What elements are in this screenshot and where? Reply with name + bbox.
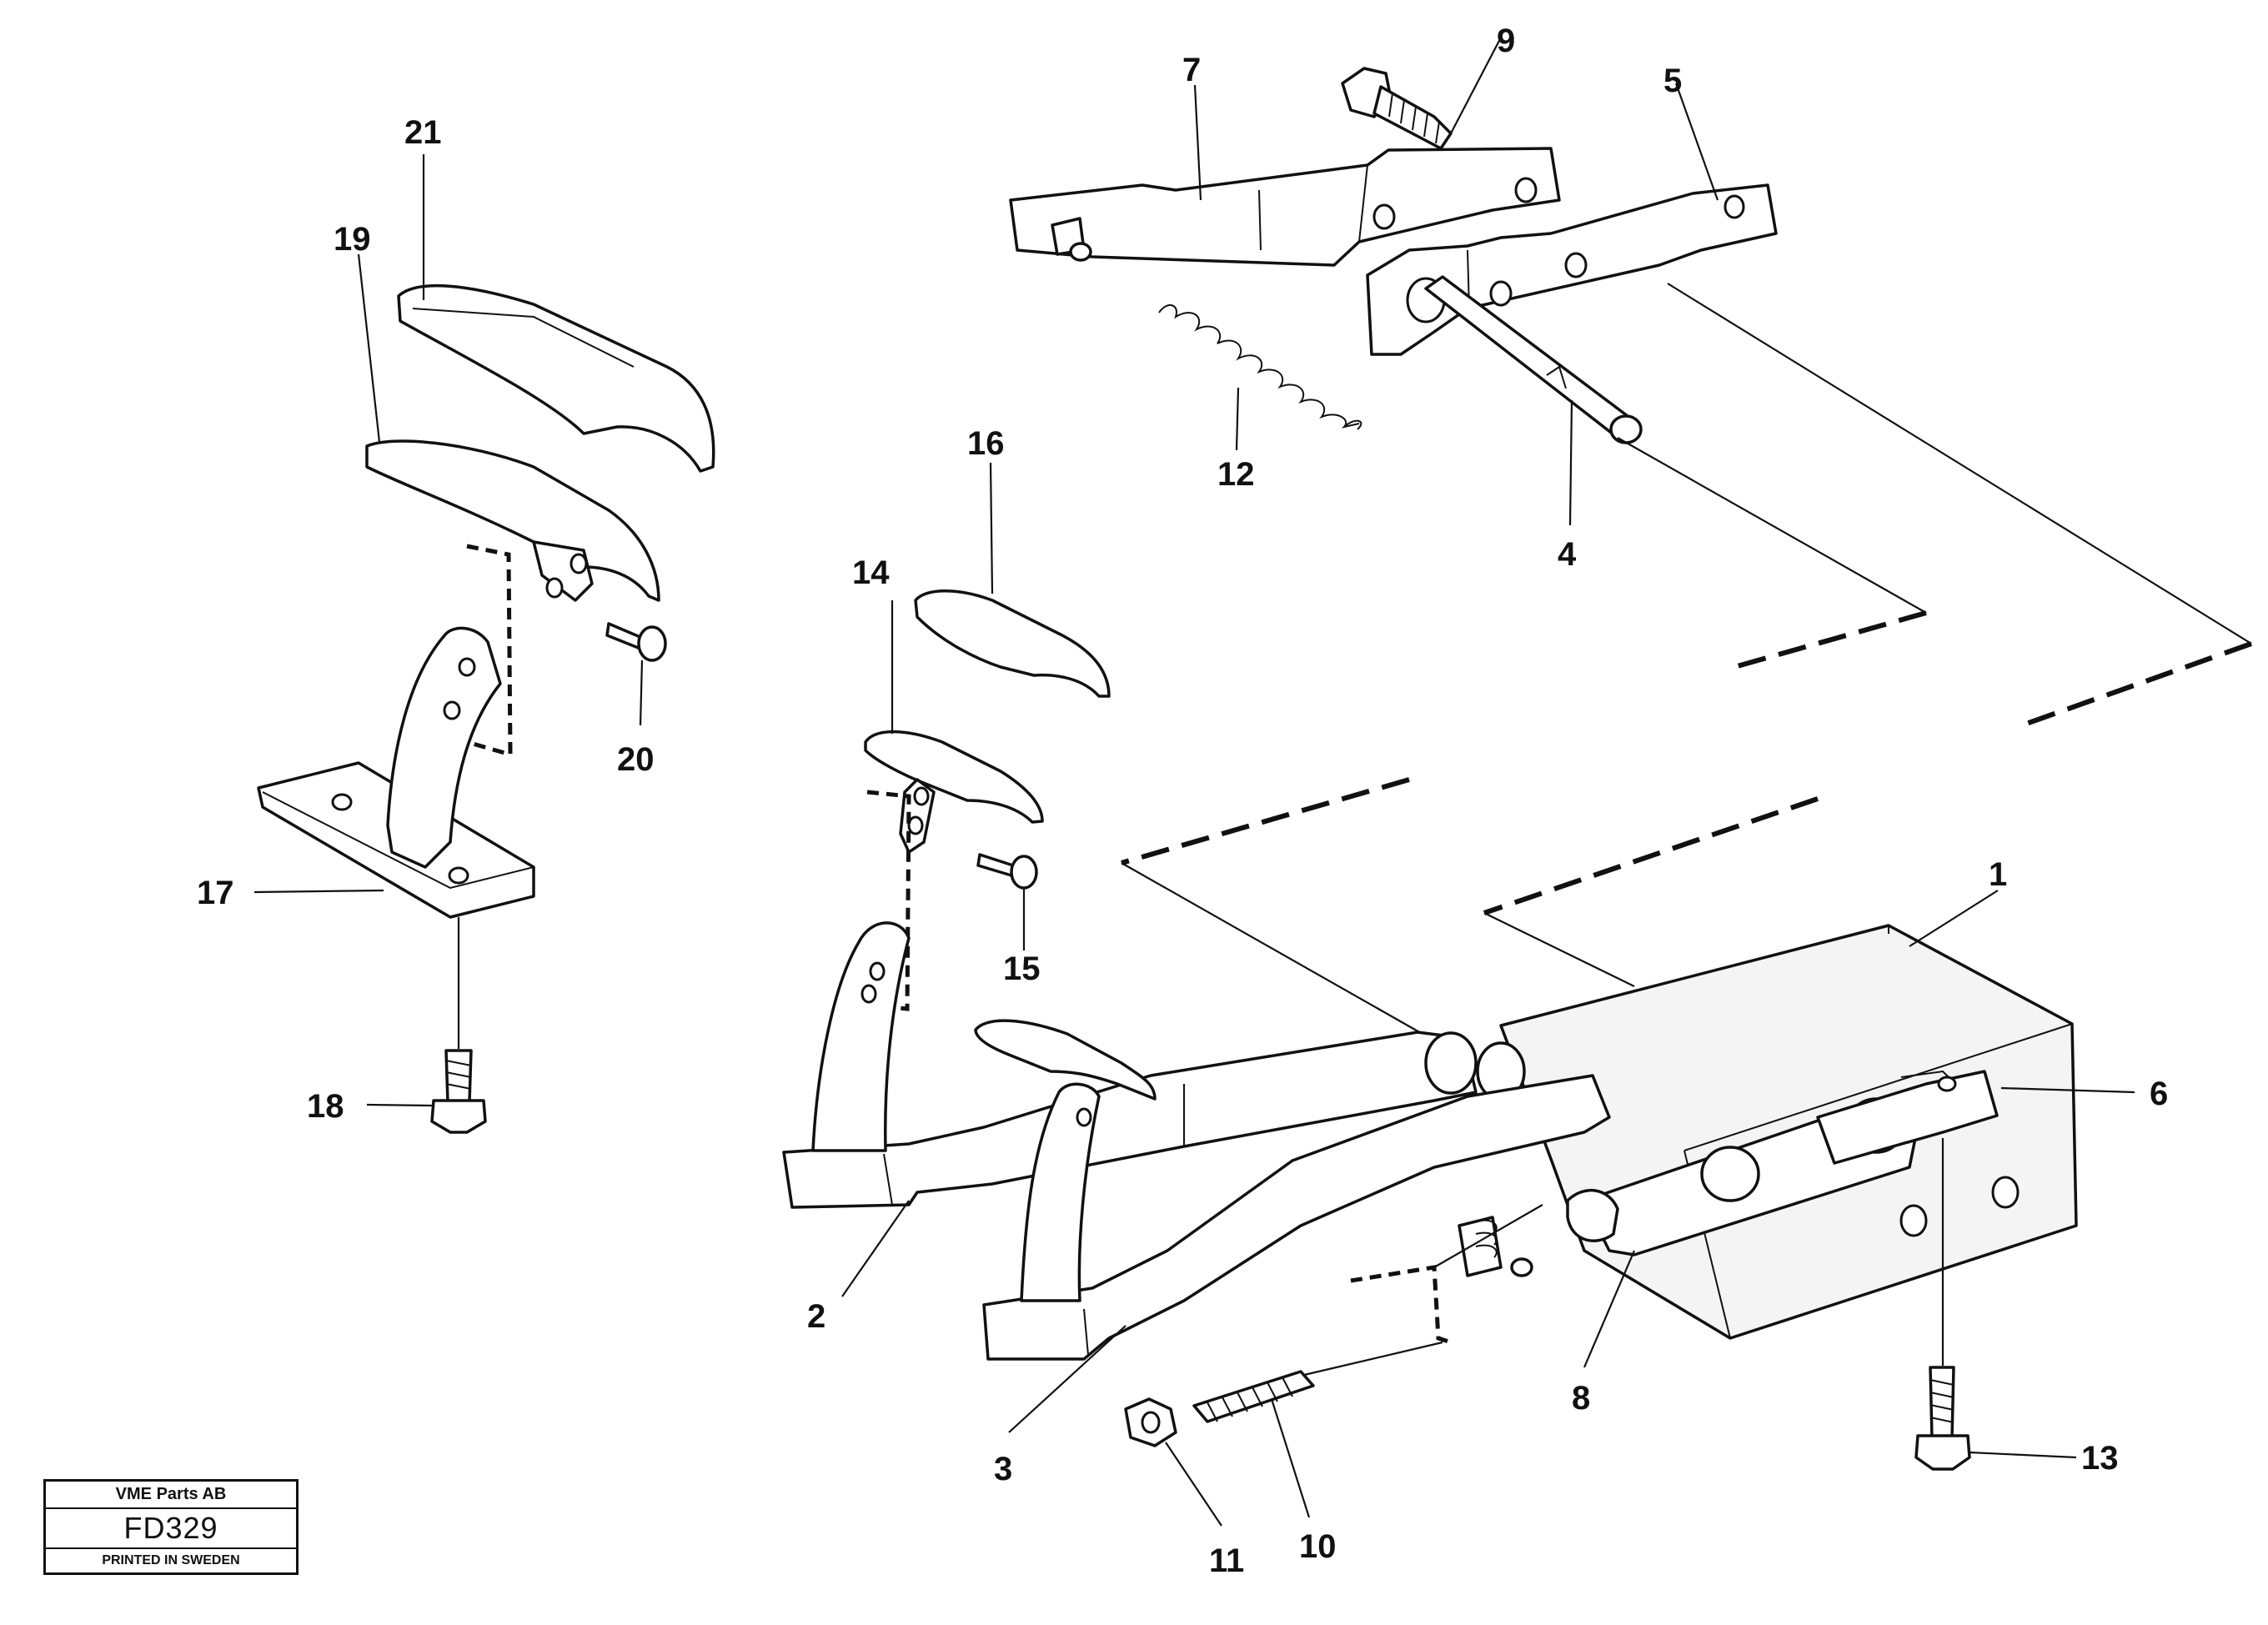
callout-3: 3 (994, 1451, 1012, 1487)
callout-8: 8 (1572, 1380, 1590, 1417)
pedal-pad-part-19 (365, 439, 660, 602)
pedal-pad-part-14 (864, 730, 1044, 854)
company-name: VME Parts AB (46, 1482, 296, 1509)
screw-part-20 (605, 622, 667, 662)
nut-part-11 (1124, 1397, 1177, 1447)
callout-20: 20 (617, 741, 655, 778)
printed-note: PRINTED IN SWEDEN (102, 1553, 240, 1567)
callout-19: 19 (334, 221, 371, 258)
pedal-lever-part-2 (782, 921, 1526, 1209)
drawing-number: FD329 (46, 1509, 296, 1549)
pedal-lever-part-3 (974, 1019, 1611, 1361)
pivot-bar-part-6 (1816, 1070, 1999, 1165)
callout-21: 21 (404, 114, 442, 151)
spring-anchor-assembly (1458, 1216, 1533, 1277)
title-block: VME Parts AB FD329 PRINTED IN SWEDEN (43, 1479, 299, 1575)
callout-7: 7 (1182, 52, 1201, 88)
callout-1: 1 (1989, 856, 2007, 893)
callout-2: 2 (807, 1298, 825, 1335)
callout-5: 5 (1663, 63, 1682, 99)
callout-18: 18 (307, 1088, 344, 1125)
callout-10: 10 (1299, 1528, 1337, 1565)
spring-part-12 (1158, 304, 1362, 430)
callout-15: 15 (1003, 950, 1041, 987)
callout-4: 4 (1558, 536, 1577, 573)
callout-14: 14 (852, 554, 890, 591)
callout-9: 9 (1497, 23, 1515, 59)
spring-part-10 (1192, 1370, 1315, 1423)
pedal-cover-part-21 (397, 283, 715, 473)
lever-bracket-part-7 (1009, 147, 1561, 267)
screw-part-18 (430, 1049, 487, 1134)
callout-16: 16 (967, 425, 1005, 462)
callout-6: 6 (2150, 1076, 2168, 1112)
bolt-part-9 (1341, 67, 1453, 150)
callout-13: 13 (2081, 1440, 2119, 1477)
screw-part-13 (1914, 1366, 1971, 1471)
callout-11: 11 (1209, 1542, 1244, 1579)
pedal-cover-part-16 (914, 589, 1111, 698)
screw-part-15 (976, 853, 1038, 890)
pin-shaft-part-4 (1424, 275, 1643, 444)
pedal-bracket-part-17 (257, 626, 535, 919)
callout-17: 17 (197, 875, 234, 911)
pivot-bar-part-5 (1366, 183, 1778, 356)
callout-12: 12 (1217, 456, 1255, 493)
